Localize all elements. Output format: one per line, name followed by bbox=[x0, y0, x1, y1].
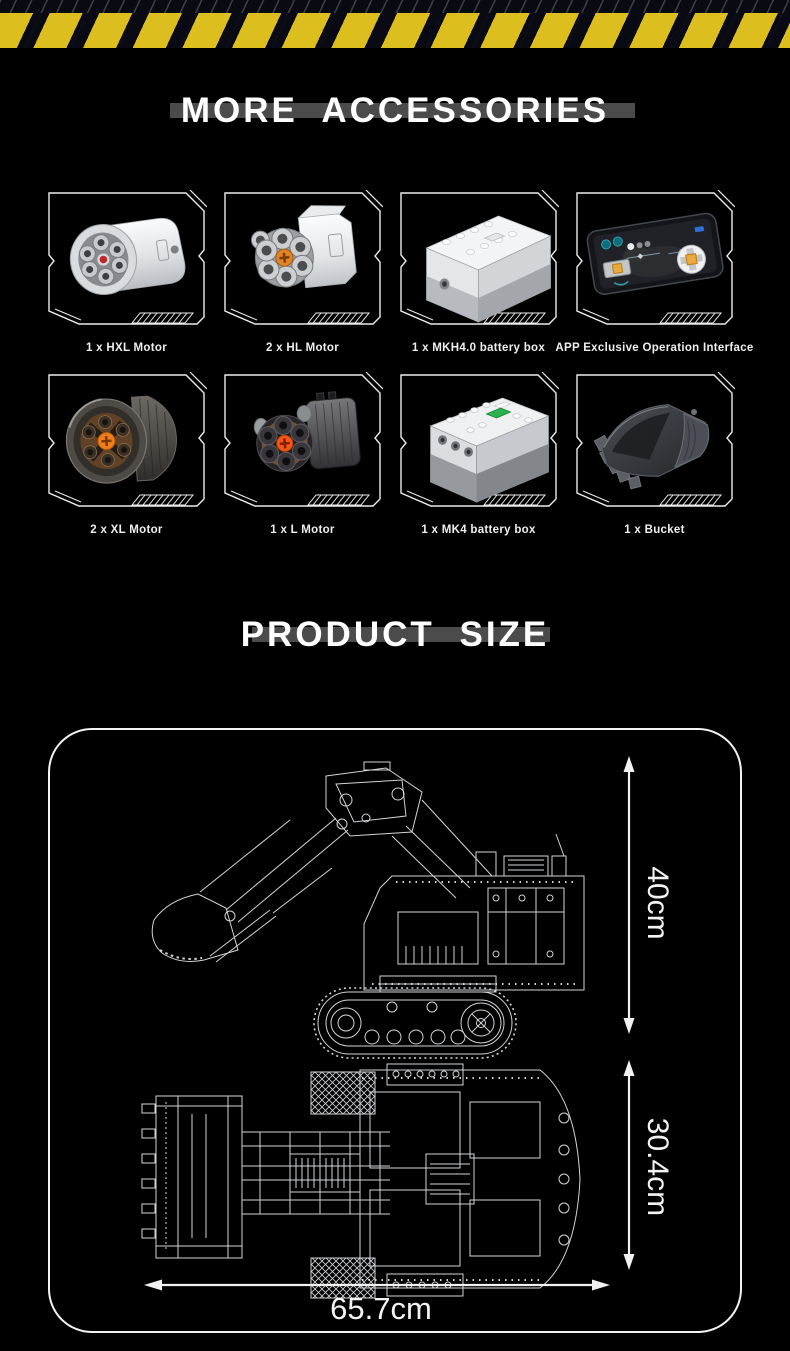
accessory-tile-l-motor: 1 x L Motor bbox=[222, 372, 383, 542]
tile-frame bbox=[576, 190, 735, 325]
accessory-label: 1 x HXL Motor bbox=[85, 342, 167, 354]
size-diagram-panel bbox=[48, 728, 742, 1333]
xl-motor-image bbox=[65, 395, 177, 484]
accessory-label: 1 x MKH4.0 battery box bbox=[411, 342, 546, 354]
product-size-section-title: PRODUCT SIZE bbox=[240, 615, 550, 654]
accessory-tile-mk4-battery: 1 x MK4 battery box bbox=[398, 372, 559, 542]
width-dimension-label: 30.4cm bbox=[641, 1117, 674, 1217]
excavator-side-view-drawing bbox=[151, 761, 585, 1059]
product-size-title-bar bbox=[252, 627, 550, 642]
accessory-label: 2 x XL Motor bbox=[90, 524, 163, 536]
accessories-section-title: MORE ACCESSORIES bbox=[180, 91, 610, 130]
width-dimension-arrow bbox=[623, 1060, 635, 1270]
tile-frame bbox=[400, 190, 559, 325]
tile-frame bbox=[48, 190, 207, 325]
excavator-top-view-drawing bbox=[141, 1063, 581, 1299]
accessories-title-bar bbox=[170, 103, 635, 118]
accessory-label: 1 x MK4 battery box bbox=[421, 524, 536, 536]
tile-frame bbox=[400, 372, 559, 507]
l-motor-image bbox=[253, 391, 361, 472]
accessory-tile-hl-motor: 2 x HL Motor bbox=[222, 190, 383, 360]
accessory-label: 1 x L Motor bbox=[270, 524, 335, 536]
mkh40-battery-box-image bbox=[425, 215, 552, 323]
height-dimension-arrow bbox=[623, 756, 635, 1034]
tile-frame bbox=[224, 372, 383, 507]
accessory-tile-xl-motor: 2 x XL Motor bbox=[46, 372, 207, 542]
length-dimension-label: 65.7cm bbox=[330, 1291, 432, 1326]
length-dimension-arrow bbox=[144, 1279, 610, 1291]
tile-frame bbox=[48, 372, 207, 507]
accessory-tile-app-interface: APP Exclusive Operation Interface bbox=[555, 190, 753, 360]
hl-motor-image bbox=[250, 205, 357, 289]
tile-frame bbox=[224, 190, 383, 325]
bucket-image bbox=[593, 404, 710, 490]
accessory-label: 1 x Bucket bbox=[624, 524, 685, 536]
accessory-tile-hxl-motor: 1 x HXL Motor bbox=[46, 190, 207, 360]
hxl-motor-image bbox=[69, 217, 186, 295]
hazard-stripe-banner bbox=[0, 0, 790, 48]
hazard-tape-stripes bbox=[0, 13, 790, 48]
accessory-tile-mkh40-battery: 1 x MKH4.0 battery box bbox=[398, 190, 559, 360]
accessory-tile-bucket: 1 x Bucket bbox=[574, 372, 735, 542]
height-dimension-label: 40cm bbox=[641, 866, 674, 940]
accessory-label: 2 x HL Motor bbox=[265, 342, 340, 354]
tile-frame bbox=[576, 372, 735, 507]
app-operation-interface-image bbox=[586, 212, 724, 295]
accessory-label: APP Exclusive Operation Interface bbox=[555, 342, 754, 354]
mk4-battery-box-image bbox=[429, 397, 550, 503]
